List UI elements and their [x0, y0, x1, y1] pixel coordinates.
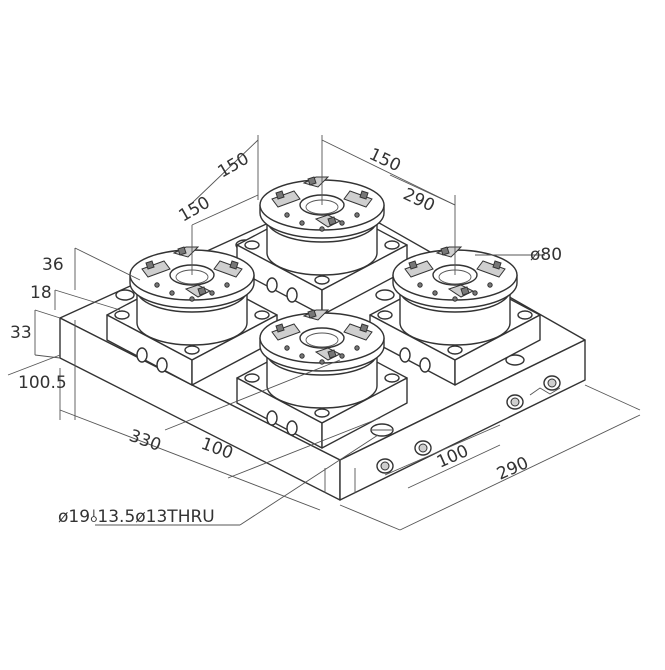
dim-height-18: 18: [30, 283, 52, 303]
dim-bottom-290: 290: [494, 453, 532, 484]
dim-length-330: 330: [126, 426, 163, 456]
dimension-lines: [7, 135, 641, 531]
dim-top-right-150: 150: [366, 144, 404, 176]
hole-note: ø19⫰13.5ø13THRU: [58, 507, 215, 527]
dim-height-100-5: 100.5: [18, 373, 67, 393]
dim-diameter-80: ø80: [530, 245, 562, 265]
base-plate-front-right: [339, 339, 586, 501]
dim-right-290: 290: [400, 184, 438, 216]
dim-top-left-150: 150: [215, 149, 253, 183]
dim-height-33: 33: [10, 323, 32, 343]
dim-mid-left-150: 150: [176, 193, 214, 227]
dim-height-36: 36: [42, 255, 64, 275]
